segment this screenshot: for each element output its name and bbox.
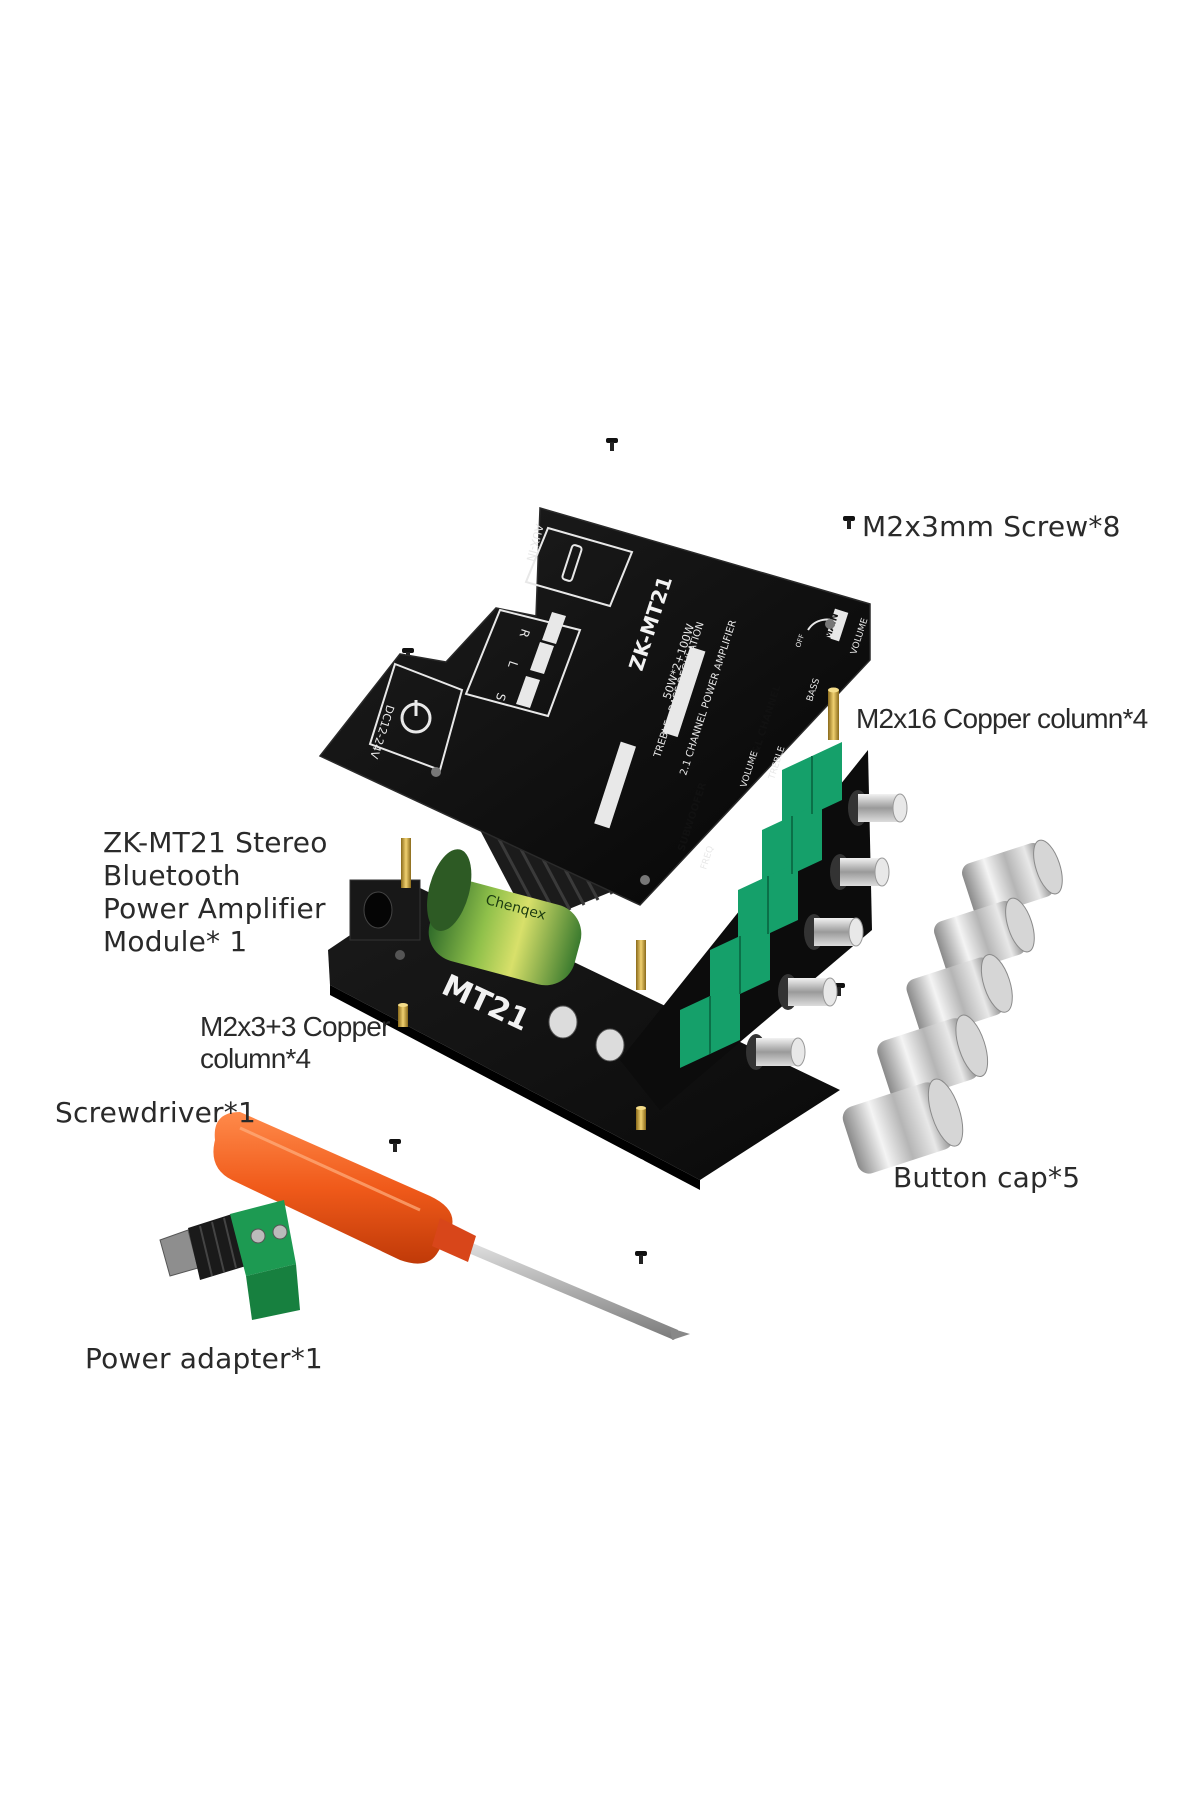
- copper-standoff: [401, 838, 411, 888]
- module-label-line1: ZK-MT21 Stereo: [103, 826, 328, 859]
- screwdriver: [213, 1112, 690, 1340]
- power-adapter-label: Power adapter*1: [85, 1342, 323, 1375]
- copper-column-3: [636, 1106, 646, 1130]
- module-label-line3: Power Amplifier: [103, 892, 326, 925]
- screw-part: [389, 1139, 401, 1152]
- screw-label: M2x3mm Screw*8: [862, 510, 1121, 543]
- potentiometer-knobs: [746, 790, 908, 1070]
- speaker-output-icons: R L S: [464, 608, 582, 718]
- screw-part: [606, 438, 618, 451]
- button-cap-label: Button cap*5: [893, 1161, 1081, 1194]
- module-label-line4: Module* 1: [103, 925, 248, 958]
- r-channel-label: R: [517, 627, 533, 639]
- s-channel-label: S: [493, 691, 509, 703]
- freq-label: FREQ: [699, 845, 716, 871]
- terminal-blocks: [680, 742, 842, 1068]
- top-panel: AUX-IN R L S DC12-24V ZK-MT21 50W*2+100W…: [318, 507, 871, 906]
- copper-column-16-label: M2x16 Copper column*4: [856, 703, 1148, 734]
- screw-legend-icon: [843, 516, 855, 529]
- copper-column-3-label-line1: M2x3+3 Copper: [200, 1011, 390, 1042]
- copper-standoff: [636, 940, 646, 990]
- screwdriver-label: Screwdriver*1: [55, 1096, 256, 1129]
- button-caps: [842, 839, 1063, 1174]
- copper-column-3-label-line2: column*4: [200, 1043, 311, 1074]
- dc-jack: [349, 879, 421, 941]
- power-adapter: [159, 1200, 300, 1320]
- l-channel-label: L: [505, 659, 520, 670]
- copper-column-3: [398, 1003, 408, 1027]
- copper-column-16: [828, 687, 839, 740]
- screw-part: [635, 1251, 647, 1264]
- small-capacitor: [548, 1005, 625, 1062]
- off-label: OFF: [794, 633, 806, 648]
- module-label-line2: Bluetooth: [103, 859, 241, 892]
